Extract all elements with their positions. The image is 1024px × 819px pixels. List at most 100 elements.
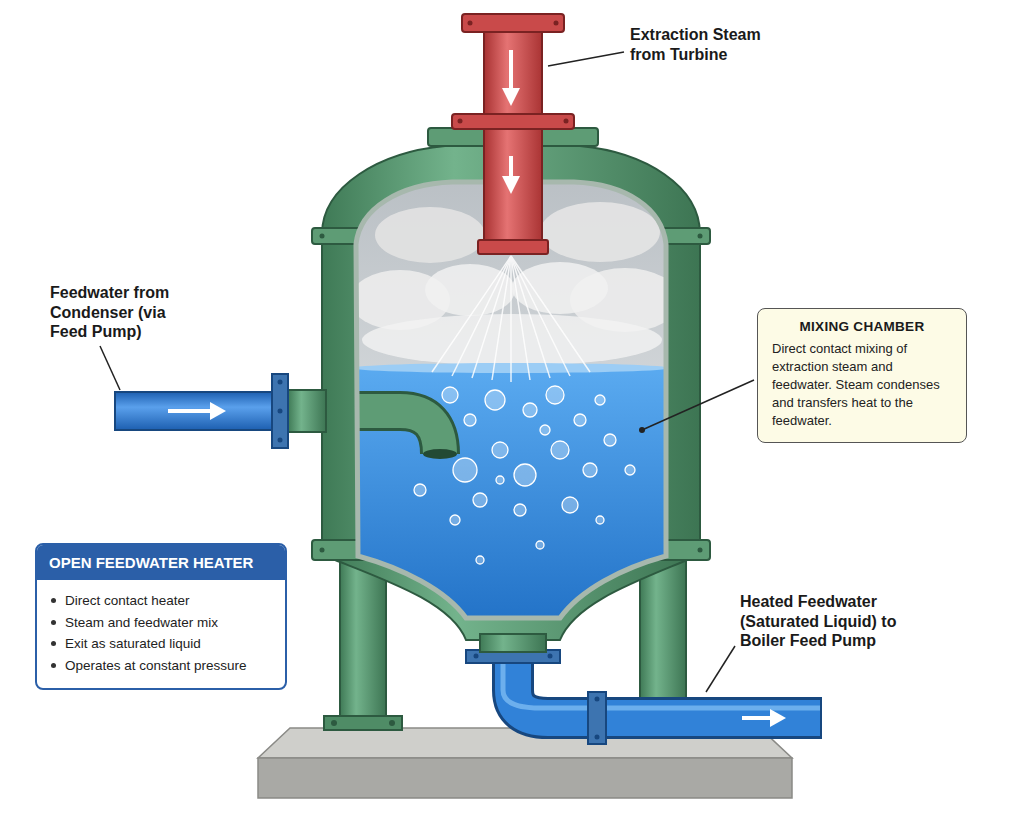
- steam-bubbles: [523, 403, 537, 417]
- steam-pipe: [554, 21, 559, 26]
- vessel-shell: [698, 234, 703, 239]
- bullet-dot: [51, 620, 56, 625]
- steam-bubbles: [596, 516, 604, 524]
- steam-bubbles: [583, 463, 597, 477]
- bullet-row: Direct contact heater: [51, 592, 273, 610]
- steam-bubbles: [450, 515, 460, 525]
- bullet-dot: [51, 641, 56, 646]
- pipe-label: Feedwater from Condenser (via Feed Pump): [50, 283, 178, 342]
- concrete-base: [258, 758, 792, 798]
- callout-heading: MIXING CHAMBER: [772, 319, 952, 334]
- panel-heading: OPEN FEEDWATER HEATER: [37, 545, 285, 580]
- steam-pipe: [452, 114, 574, 129]
- cutaway-interior: [330, 170, 680, 638]
- steam-bubbles: [496, 476, 504, 484]
- steam-bubbles: [485, 390, 505, 410]
- outlet-pipe: [466, 650, 822, 744]
- inlet-pipe: [278, 438, 283, 443]
- callout-box: MIXING CHAMBER Direct contact mixing of e…: [757, 308, 967, 443]
- inlet-pipe: [115, 374, 326, 448]
- bullet-row: Steam and feedwater mix: [51, 614, 273, 632]
- steam-spray: [492, 256, 511, 380]
- inlet-pipe: [278, 380, 283, 385]
- steam-spray: [510, 256, 512, 382]
- cutaway-interior: [423, 449, 457, 459]
- bullet-row: Exit as saturated liquid: [51, 635, 273, 653]
- steam-pipe: [478, 240, 548, 254]
- steam-spray: [432, 256, 511, 372]
- cutaway-interior: [362, 314, 662, 366]
- bullet-list: Direct contact heaterSteam and feedwater…: [37, 580, 285, 688]
- steam-pipe: [564, 119, 569, 124]
- vessel-shell: [480, 634, 546, 652]
- outlet-pipe: [503, 660, 820, 708]
- steam-bubbles: [604, 434, 616, 446]
- inlet-pipe: [288, 390, 326, 432]
- steam-bubbles: [464, 414, 476, 426]
- support-leg: [331, 720, 337, 726]
- leader-line: [642, 380, 754, 430]
- inlet-pipe: [168, 409, 210, 413]
- support-leg: [389, 720, 395, 726]
- cutaway-interior: [330, 170, 680, 638]
- callout-text: Direct contact mixing of extraction stea…: [772, 340, 952, 430]
- steam-bubbles: [625, 465, 635, 475]
- outlet-pipe: [595, 697, 600, 702]
- cutaway-interior: [356, 182, 666, 618]
- leader-line: [100, 346, 120, 390]
- inlet-pipe: [210, 402, 226, 420]
- bullet-text: Operates at constant pressure: [65, 657, 247, 675]
- steam-bubbles: [574, 414, 586, 426]
- steam-pipe: [484, 28, 542, 244]
- steam-spray: [472, 256, 511, 378]
- steam-spray: [511, 256, 570, 376]
- bullet-text: Direct contact heater: [65, 592, 190, 610]
- outlet-pipe: [548, 654, 553, 659]
- bullet-dot: [51, 663, 56, 668]
- inlet-pipe: [278, 409, 283, 414]
- steam-pipe: [428, 14, 598, 254]
- cutaway-interior: [375, 207, 485, 263]
- steam-pipe: [502, 88, 520, 106]
- steam-bubbles: [453, 458, 477, 482]
- leader-dot: [639, 427, 645, 433]
- bullet-dot: [51, 598, 56, 603]
- steam-bubbles: [562, 497, 578, 513]
- steam-pipe: [509, 50, 513, 90]
- leader-line: [706, 646, 735, 692]
- outlet-pipe: [770, 709, 786, 727]
- inlet-pipe: [115, 392, 275, 430]
- steam-spray: [511, 256, 550, 378]
- steam-pipe: [468, 21, 473, 26]
- bullet-text: Exit as saturated liquid: [65, 635, 201, 653]
- pipe-label: Heated Feedwater (Saturated Liquid) to B…: [740, 592, 920, 651]
- steam-pipe: [462, 14, 564, 32]
- cutaway-interior: [330, 411, 440, 454]
- cutaway-interior: [425, 264, 515, 316]
- outlet-pipe: [474, 654, 479, 659]
- cutaway-interior: [540, 202, 660, 262]
- leader-line: [548, 52, 624, 66]
- steam-bubbles: [595, 395, 605, 405]
- bullet-text: Steam and feedwater mix: [65, 614, 218, 632]
- steam-bubbles: [546, 386, 564, 404]
- pipe-label: Extraction Steam from Turbine: [630, 25, 795, 64]
- steam-bubbles: [414, 386, 635, 564]
- steam-pipe: [458, 119, 463, 124]
- vessel-shell: [698, 548, 703, 553]
- outlet-pipe: [595, 735, 600, 740]
- steam-spray: [432, 256, 590, 382]
- vessel-shell: [320, 548, 325, 553]
- steam-bubbles: [551, 441, 569, 459]
- vessel-shell: [320, 234, 325, 239]
- steam-bubbles: [442, 387, 458, 403]
- info-panel: OPEN FEEDWATER HEATERDirect contact heat…: [35, 543, 287, 690]
- inlet-pipe: [272, 374, 288, 448]
- steam-pipe: [509, 156, 513, 178]
- outlet-pipe: [742, 716, 772, 720]
- support-leg: [324, 716, 402, 730]
- cutaway-interior: [330, 411, 440, 454]
- steam-pipe: [502, 176, 520, 194]
- steam-bubbles: [514, 464, 536, 486]
